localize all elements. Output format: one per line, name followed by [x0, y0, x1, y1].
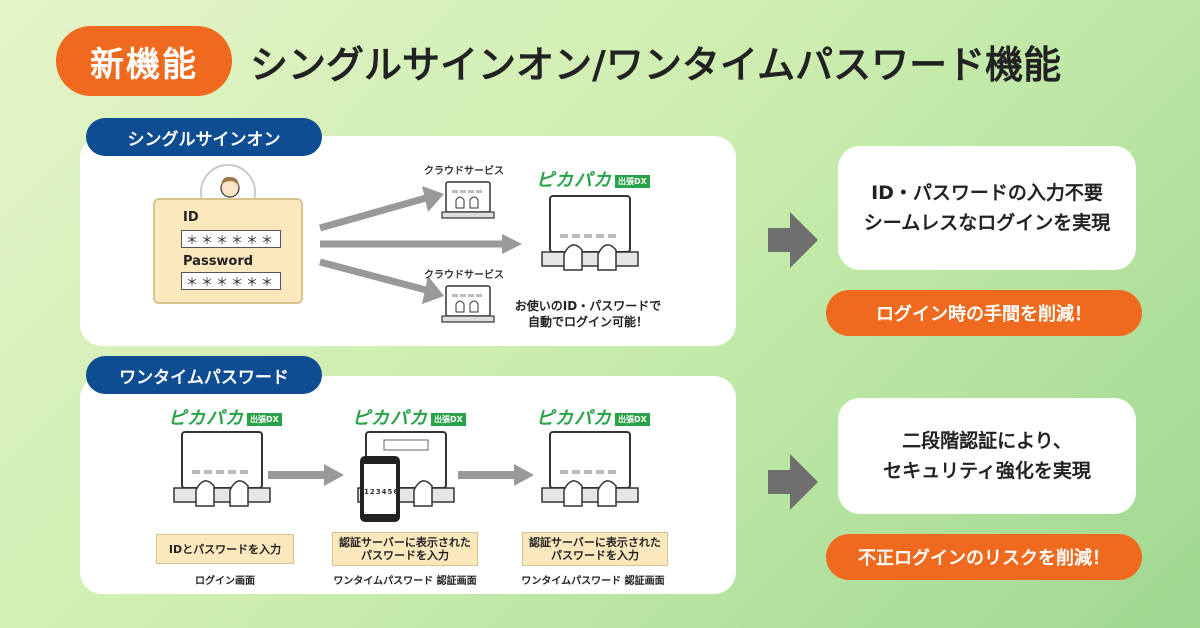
step3-box: 認証サーバーに表示されたパスワードを入力: [522, 532, 668, 566]
otp-result-box: 二段階認証により、 セキュリティ強化を実現: [838, 398, 1136, 514]
laptop-hands-icon: [541, 195, 639, 271]
password-field: ＊＊＊＊＊＊: [181, 272, 281, 290]
step2-caption: ワンタイムパスワード 認証画面: [333, 576, 477, 587]
phone-otp-code: 123456: [364, 488, 400, 496]
arrow-right-icon: [320, 234, 522, 254]
new-feature-badge: 新機能: [56, 26, 232, 96]
step3-caption: ワンタイムパスワード 認証画面: [521, 576, 665, 587]
auto-login-caption: お使いのID・パスワードで 自動でログイン可能！: [514, 299, 662, 329]
arrow-up-right-icon: [319, 186, 444, 232]
id-field: ＊＊＊＊＊＊: [181, 230, 281, 248]
step1-box: IDとパスワードを入力: [156, 534, 294, 564]
password-label: Password: [183, 254, 254, 269]
arrow-down-right-icon: [319, 258, 444, 304]
laptop-icon: [441, 285, 495, 323]
brand-logo: ピカパカ出張DX: [536, 404, 650, 430]
step2-box: 認証サーバーに表示されたパスワードを入力: [332, 532, 478, 566]
login-credentials-box: ID ＊＊＊＊＊＊ Password ＊＊＊＊＊＊: [153, 198, 303, 304]
otp-benefit-badge: 不正ログインのリスクを削減！: [826, 534, 1142, 580]
laptop-phone-icon: [357, 431, 455, 522]
sso-result-box: ID・パスワードの入力不要 シームレスなログインを実現: [838, 146, 1136, 270]
arrow-right-icon: [458, 464, 534, 486]
arrow-right-icon: [768, 212, 818, 268]
arrow-right-icon: [268, 464, 344, 486]
arrow-right-icon: [768, 454, 818, 510]
step1-caption: ログイン画面: [195, 576, 255, 587]
brand-logo: ピカパカ出張DX: [352, 404, 466, 430]
cloud-service-label-top: クラウドサービス: [424, 166, 504, 177]
otp-section-tab: ワンタイムパスワード: [86, 356, 322, 394]
sso-benefit-badge: ログイン時の手間を削減！: [826, 290, 1142, 336]
brand-logo: ピカパカ出張DX: [536, 166, 650, 192]
sso-arrows: [319, 186, 522, 304]
cloud-service-label-bottom: クラウドサービス: [424, 270, 504, 281]
laptop-icon: [441, 181, 495, 219]
laptop-hands-icon: [173, 431, 271, 507]
page-title: シングルサインオン/ワンタイムパスワード機能: [250, 42, 1062, 87]
laptop-hands-icon: [541, 431, 639, 507]
sso-section-tab: シングルサインオン: [86, 118, 322, 156]
brand-logo: ピカパカ出張DX: [168, 404, 282, 430]
id-label: ID: [183, 210, 199, 225]
